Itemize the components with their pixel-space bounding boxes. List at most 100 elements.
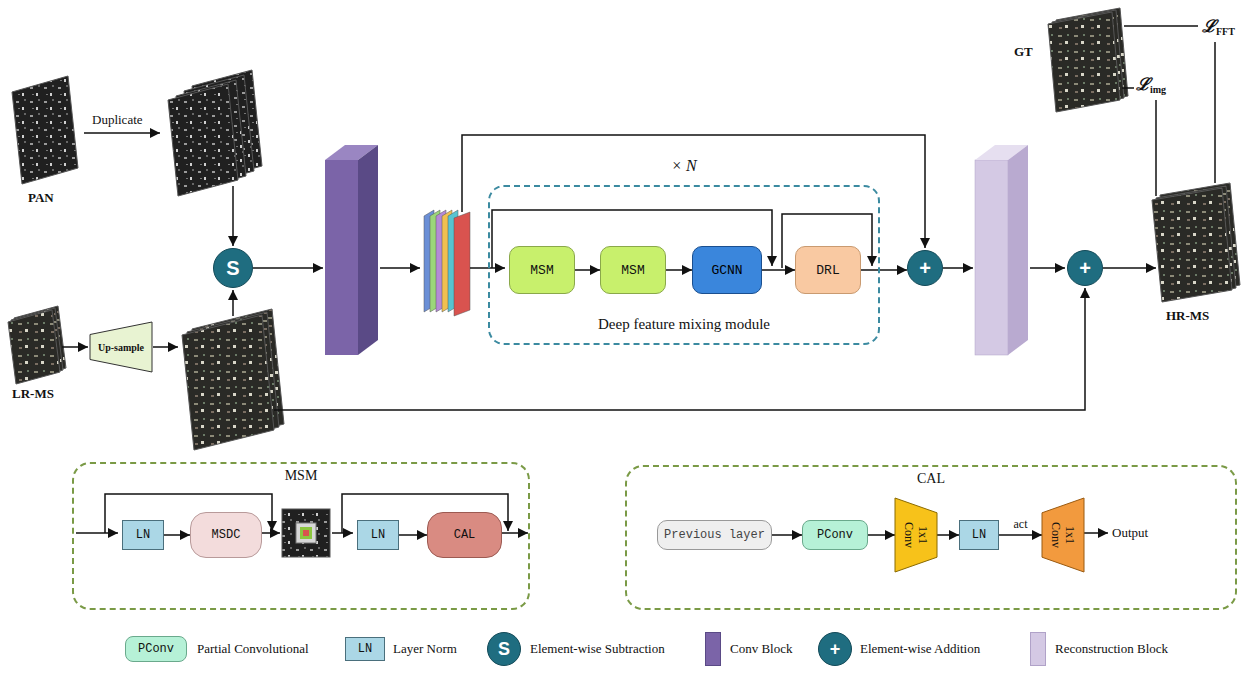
layer-norm-box: LN (357, 520, 399, 550)
pan-image (12, 76, 78, 184)
frame-heading: CAL (627, 471, 1235, 487)
image-layer (8, 310, 60, 384)
image-label: LR-MS (12, 386, 54, 402)
arrow (1103, 267, 1156, 269)
process-box: DRL (795, 246, 861, 294)
loss-line (1155, 100, 1157, 196)
reconstruction-block (975, 145, 1028, 355)
layer-norm-box: LN (122, 520, 164, 550)
loss-line (1124, 25, 1198, 27)
legend-swatch (1030, 632, 1046, 666)
image-label: PAN (28, 190, 54, 206)
connector-arrow (772, 534, 802, 536)
input-box: Previous layer (657, 520, 772, 550)
feature-slice (454, 212, 470, 316)
node-label: + (919, 257, 931, 280)
node-label: LN (972, 528, 986, 542)
process-box: MSM (509, 246, 575, 294)
legend-sample-text: LN (345, 637, 385, 661)
arrow (232, 186, 234, 246)
node-label: LN (371, 528, 385, 542)
frame-heading: MSM (74, 468, 528, 484)
conv-block (325, 145, 378, 355)
connector-arrow (399, 534, 427, 536)
skip-arrow (462, 135, 925, 248)
detail-frame: MSM LN MSDC LN CAL (72, 462, 530, 610)
node-label: GCNN (711, 263, 742, 278)
shape-fill (90, 322, 152, 372)
legend-text: Partial Convolutional (197, 641, 309, 657)
legend-sample-text: S (487, 632, 521, 666)
block-side (1008, 145, 1028, 355)
block-front (325, 160, 358, 355)
edge-label: act (1014, 517, 1028, 532)
frame-heading: × N (490, 157, 878, 175)
node-label: 1x1 Conv (902, 517, 930, 553)
connector-arrow (868, 534, 895, 536)
image-label: GT (1014, 44, 1033, 60)
node-label: PConv (817, 528, 853, 542)
loss-line (1122, 87, 1134, 89)
node-label: Up-sample (98, 342, 144, 353)
operator-circle: + (907, 250, 943, 286)
image-label: HR-MS (1166, 308, 1209, 324)
module-frame: × NDeep feature mixing moduleMSMMSMGCNND… (488, 185, 880, 345)
arrow (76, 532, 118, 534)
node-label: MSM (621, 263, 644, 278)
operator-circle: S (213, 248, 253, 288)
arrow (1083, 532, 1108, 534)
connector-arrow (575, 269, 600, 271)
legend-text: Element-wise Addition (860, 641, 980, 657)
window-outer (296, 523, 316, 543)
legend-sample-text: PConv (125, 636, 187, 662)
conv-trapezoid: 1x1 Conv (895, 498, 937, 572)
window-middle (300, 527, 312, 539)
image-layer (1152, 188, 1232, 302)
connector-arrow (999, 534, 1042, 536)
arrow (84, 132, 160, 134)
image-layer (12, 76, 78, 184)
image-layer (1048, 12, 1120, 112)
connector-arrow (937, 534, 959, 536)
shape-fill (1042, 498, 1084, 572)
window-inner (303, 530, 309, 536)
arrow (500, 532, 528, 534)
node-label: Previous layer (664, 528, 765, 542)
arrow-label: Duplicate (92, 112, 143, 128)
process-box: CAL (427, 512, 502, 558)
arrow (1030, 267, 1065, 269)
arrow (943, 267, 973, 269)
node-label: LN (136, 528, 150, 542)
legend-text: Conv Block (730, 641, 792, 657)
arrow (380, 267, 420, 269)
image-layer (282, 509, 330, 557)
lr-ms-image (8, 306, 66, 384)
legend-text: Layer Norm (393, 641, 457, 657)
legend-text: Reconstruction Block (1055, 641, 1168, 657)
loss-symbol: ℒ (1202, 14, 1216, 37)
msm-patch-image (282, 509, 330, 557)
legend-swatch (705, 632, 721, 666)
connector-arrow (762, 269, 795, 271)
process-box: MSM (600, 246, 666, 294)
loss-symbol: ℒ (1136, 72, 1150, 95)
loss-line (1214, 42, 1216, 183)
connector-arrow (861, 269, 907, 271)
wires (62, 26, 1215, 533)
node-label: CAL (454, 528, 476, 542)
legend-text: Element-wise Subtraction (530, 641, 665, 657)
node-label: DRL (816, 263, 839, 278)
duplicated-pan-stack (168, 70, 262, 196)
node-label: MSM (530, 263, 553, 278)
image-layer (168, 84, 238, 196)
conv-trapezoid: 1x1 Conv (1042, 498, 1084, 572)
arrow (253, 267, 323, 269)
node-label: S (226, 257, 239, 280)
skip-arrow (274, 288, 1085, 410)
output-label: Output (1112, 525, 1148, 541)
process-box: GCNN (692, 246, 762, 294)
feature-maps (424, 210, 470, 316)
process-box: MSDC (190, 512, 262, 558)
